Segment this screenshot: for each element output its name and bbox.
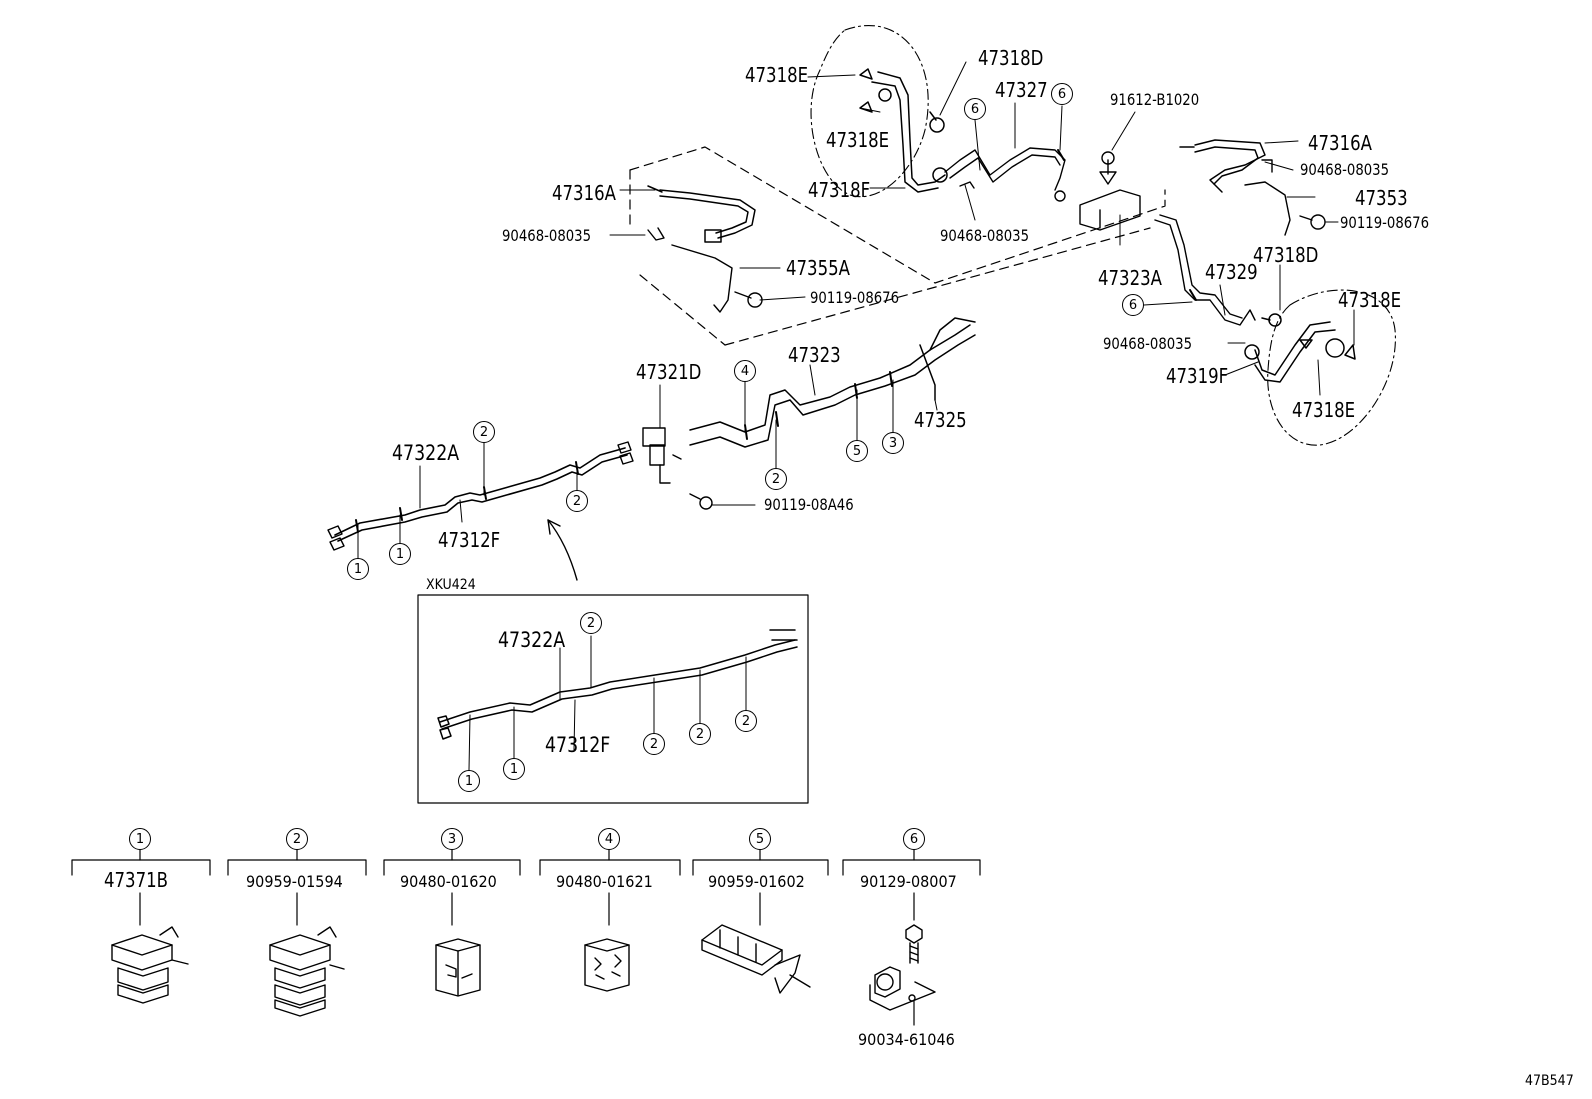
legend-callout-4: 4 [598,828,620,850]
inset-tube [437,629,798,740]
label-47327: 47327 [995,78,1048,102]
label-47323: 47323 [788,343,841,367]
label-90119-08676: 90119-08676 [1340,213,1430,232]
legend-callout-3: 3 [441,828,463,850]
clamp-90959-01594-shape [269,926,345,1017]
dashed-group-outline [629,146,1166,346]
hose-47318F [859,68,948,193]
label-47312F: 47312F [438,528,501,552]
diagram-code: 47B547 [1525,1073,1574,1089]
callout-6: 6 [964,98,986,120]
callout-6: 6 [1122,294,1144,316]
label-90119-08A46: 90119-08A46 [764,495,854,514]
label-47316A: 47316A [1308,131,1372,155]
label-47318E: 47318E [1292,398,1356,422]
clamp-90480-01620-shape [435,938,481,997]
label-47318E: 47318E [1338,288,1402,312]
tube-47327 [944,147,1066,202]
legend-callout-1: 1 [129,828,151,850]
junction-47321D [642,427,713,510]
callout-2: 2 [566,490,588,512]
tube-end-fittings [327,441,634,551]
tube-47325 [919,344,936,401]
label-47321D: 47321D [636,360,702,384]
label-47318E: 47318E [826,128,890,152]
callout-2: 2 [473,421,495,443]
inset-title: XKU424 [426,577,476,593]
callout-3: 3 [882,432,904,454]
hose-47319F [1244,313,1356,383]
legend-callout-2: 2 [286,828,308,850]
label-47312F-inset: 47312F [545,733,611,757]
label-91612-B1020: 91612-B1020 [1110,90,1200,109]
hose-47316A-right [1179,139,1266,193]
legend-part-90959-01594: 90959-01594 [246,872,343,891]
callout-1: 1 [458,770,480,792]
label-47322A: 47322A [392,441,460,465]
callout-2: 2 [735,710,757,732]
callout-2: 2 [580,612,602,634]
label-47325: 47325 [914,408,967,432]
label-90468-08035: 90468-08035 [502,226,592,245]
callout-5: 5 [846,440,868,462]
label-90468-08035: 90468-08035 [940,226,1030,245]
inset-leaders [468,635,747,771]
callout-leaders [357,105,1193,559]
callout-1: 1 [389,543,411,565]
label-47355A: 47355A [786,256,850,280]
dash-dot-ellipse-lower [1267,289,1396,446]
tube-47323 [689,317,976,448]
hose-47316A-left [647,185,756,243]
legend-callout-6: 6 [903,828,925,850]
label-90468-08035: 90468-08035 [1103,334,1193,353]
clamp-90959-01602-shape [701,924,811,994]
legend-part-90480-01620: 90480-01620 [400,872,497,891]
bolt-90129-08007-shape [905,924,923,964]
callout-2: 2 [765,468,787,490]
label-47318D: 47318D [1253,243,1319,267]
label-90468-08035: 90468-08035 [1300,160,1390,179]
leader-lines [419,61,1355,523]
legend-part-90480-01621: 90480-01621 [556,872,653,891]
callout-6: 6 [1051,83,1073,105]
legend-brackets [71,849,981,1026]
label-47353: 47353 [1355,186,1408,210]
callout-2: 2 [643,733,665,755]
label-47318F: 47318F [808,178,871,202]
bracket-90034-61046-shape [869,966,936,1011]
inset-box [417,594,809,804]
callout-4: 4 [734,360,756,382]
junction-47323A [1079,151,1141,231]
tube-47329 [1154,214,1256,326]
label-47318E: 47318E [745,63,809,87]
label-47319F: 47319F [1166,364,1229,388]
label-90119-08676: 90119-08676 [810,288,900,307]
dash-dot-ellipse-upper [810,25,929,198]
clamp-marks [355,149,1197,533]
clamp-90480-01621-shape [584,938,630,992]
label-47323A: 47323A [1098,266,1162,290]
label-47318D: 47318D [978,46,1044,70]
callout-2: 2 [689,723,711,745]
legend-part-90129-08007: 90129-08007 [860,872,957,891]
inset-arrow [547,519,578,581]
callout-1: 1 [347,558,369,580]
clamp-47371B-shape [111,926,189,1004]
label-47322A-inset: 47322A [498,628,566,652]
label-47329: 47329 [1205,260,1258,284]
tube-47322A [334,447,628,542]
label-47316A: 47316A [552,181,616,205]
bracket-47355A [647,227,763,313]
legend-part-90034-61046: 90034-61046 [858,1030,955,1049]
legend-callout-5: 5 [749,828,771,850]
legend-part-90959-01602: 90959-01602 [708,872,805,891]
legend-part-47371B: 47371B [104,868,169,892]
callout-1: 1 [503,758,525,780]
